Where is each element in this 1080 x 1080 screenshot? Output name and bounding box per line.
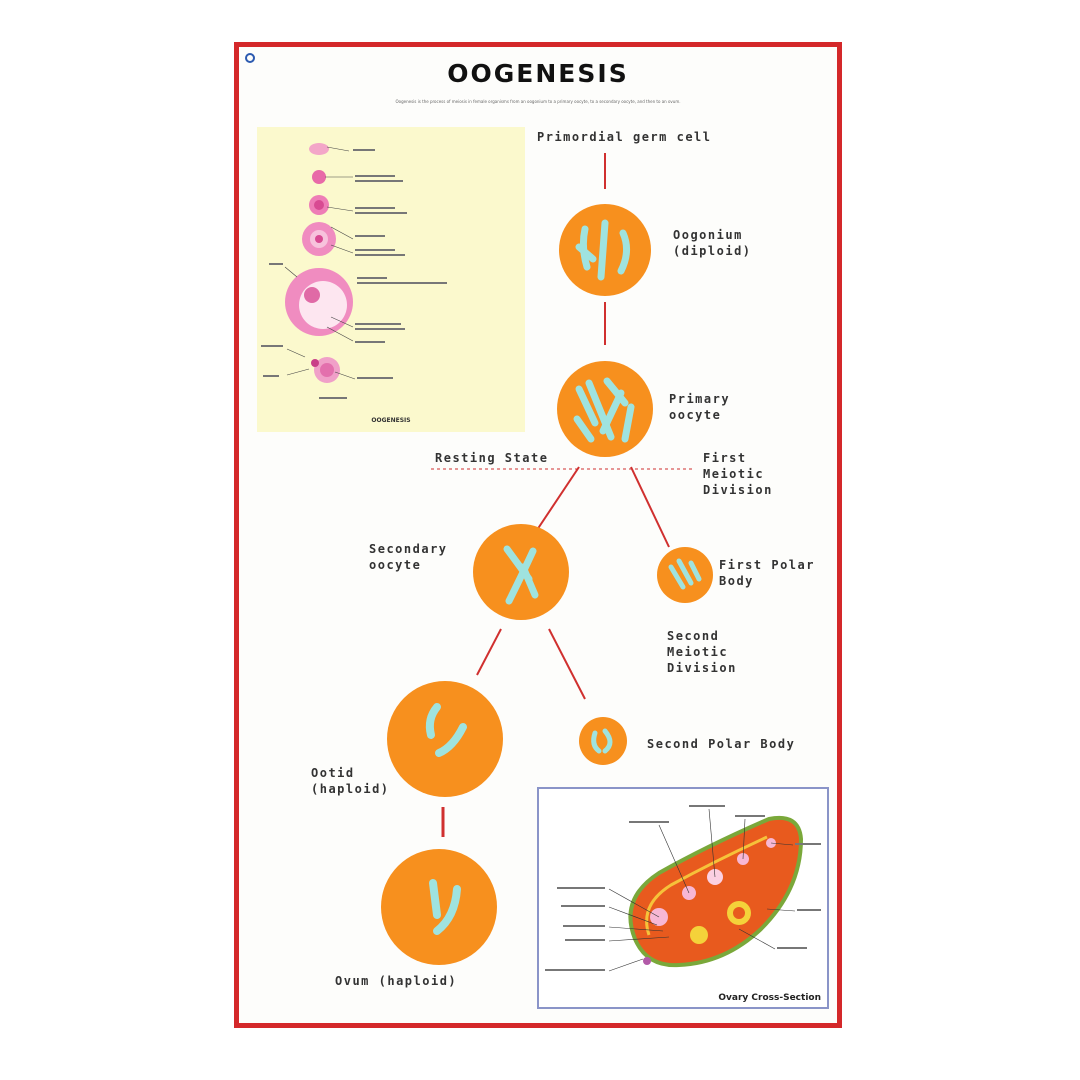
arrow-primary-to-secondary	[530, 466, 580, 540]
page-title: OOGENESIS	[447, 59, 629, 88]
ootid-label: Ootid (haploid)	[311, 766, 390, 796]
ovum-label: Ovum (haploid)	[335, 974, 458, 988]
first-polar-body-chromosomes	[668, 558, 702, 590]
primary-oocyte-chromosomes	[573, 377, 635, 443]
first-meiotic-division-label: First Meiotic Division	[703, 451, 773, 497]
ovary-body	[628, 816, 804, 968]
arrow-secondary-to-ootid	[476, 628, 502, 676]
publisher-logo	[245, 53, 285, 75]
ovary-cross-section-caption: Ovary Cross-Section	[718, 993, 821, 1003]
oogenesis-flow-diagram	[381, 153, 713, 965]
primary-oocyte-sketch	[312, 170, 326, 184]
ootid-chromosomes	[425, 703, 467, 757]
oogenesis-poster: OOGENESIS Oogenesis is the process of me…	[234, 42, 842, 1028]
arrow-secondary-to-second-polar	[548, 628, 586, 700]
ootid-cell	[387, 681, 503, 797]
oogonium-label: Oogonium (diploid)	[673, 228, 752, 258]
page-subtitle: Oogenesis is the process of meiosis in f…	[395, 99, 681, 104]
follicle-stages-caption: OOGENESIS	[371, 417, 411, 424]
primary-oocyte-label: Primary oocyte	[669, 392, 731, 422]
second-polar-body-label: Second Polar Body	[647, 737, 796, 751]
resting-state-label: Resting State	[435, 451, 549, 465]
follicle-stages-inset: OOGENESIS	[257, 127, 525, 432]
oogonium-chromosomes	[575, 219, 630, 281]
logo-icon	[245, 53, 255, 63]
primordial-germ-cell-label: Primordial germ cell	[537, 130, 712, 144]
second-polar-body-chromosomes	[591, 728, 613, 754]
arrow-primary-to-first-polar	[630, 466, 670, 548]
primary-oocyte-cell	[557, 361, 653, 457]
first-polar-body-label: First Polar Body	[719, 558, 815, 588]
secondary-oocyte-label: Secondary oocyte	[369, 542, 448, 572]
follicle-stages-illustration	[261, 143, 447, 399]
second-meiotic-division-label: Second Meiotic Division	[667, 629, 737, 675]
ovum-chromosomes	[429, 879, 461, 935]
ovary-sketch	[309, 143, 329, 155]
ovary-cross-section-illustration	[545, 805, 821, 972]
second-polar-body-cell	[579, 717, 627, 765]
ovary-cross-section-inset: Ovary Cross-Section	[537, 787, 829, 1009]
secondary-oocyte-chromosomes	[503, 545, 539, 605]
